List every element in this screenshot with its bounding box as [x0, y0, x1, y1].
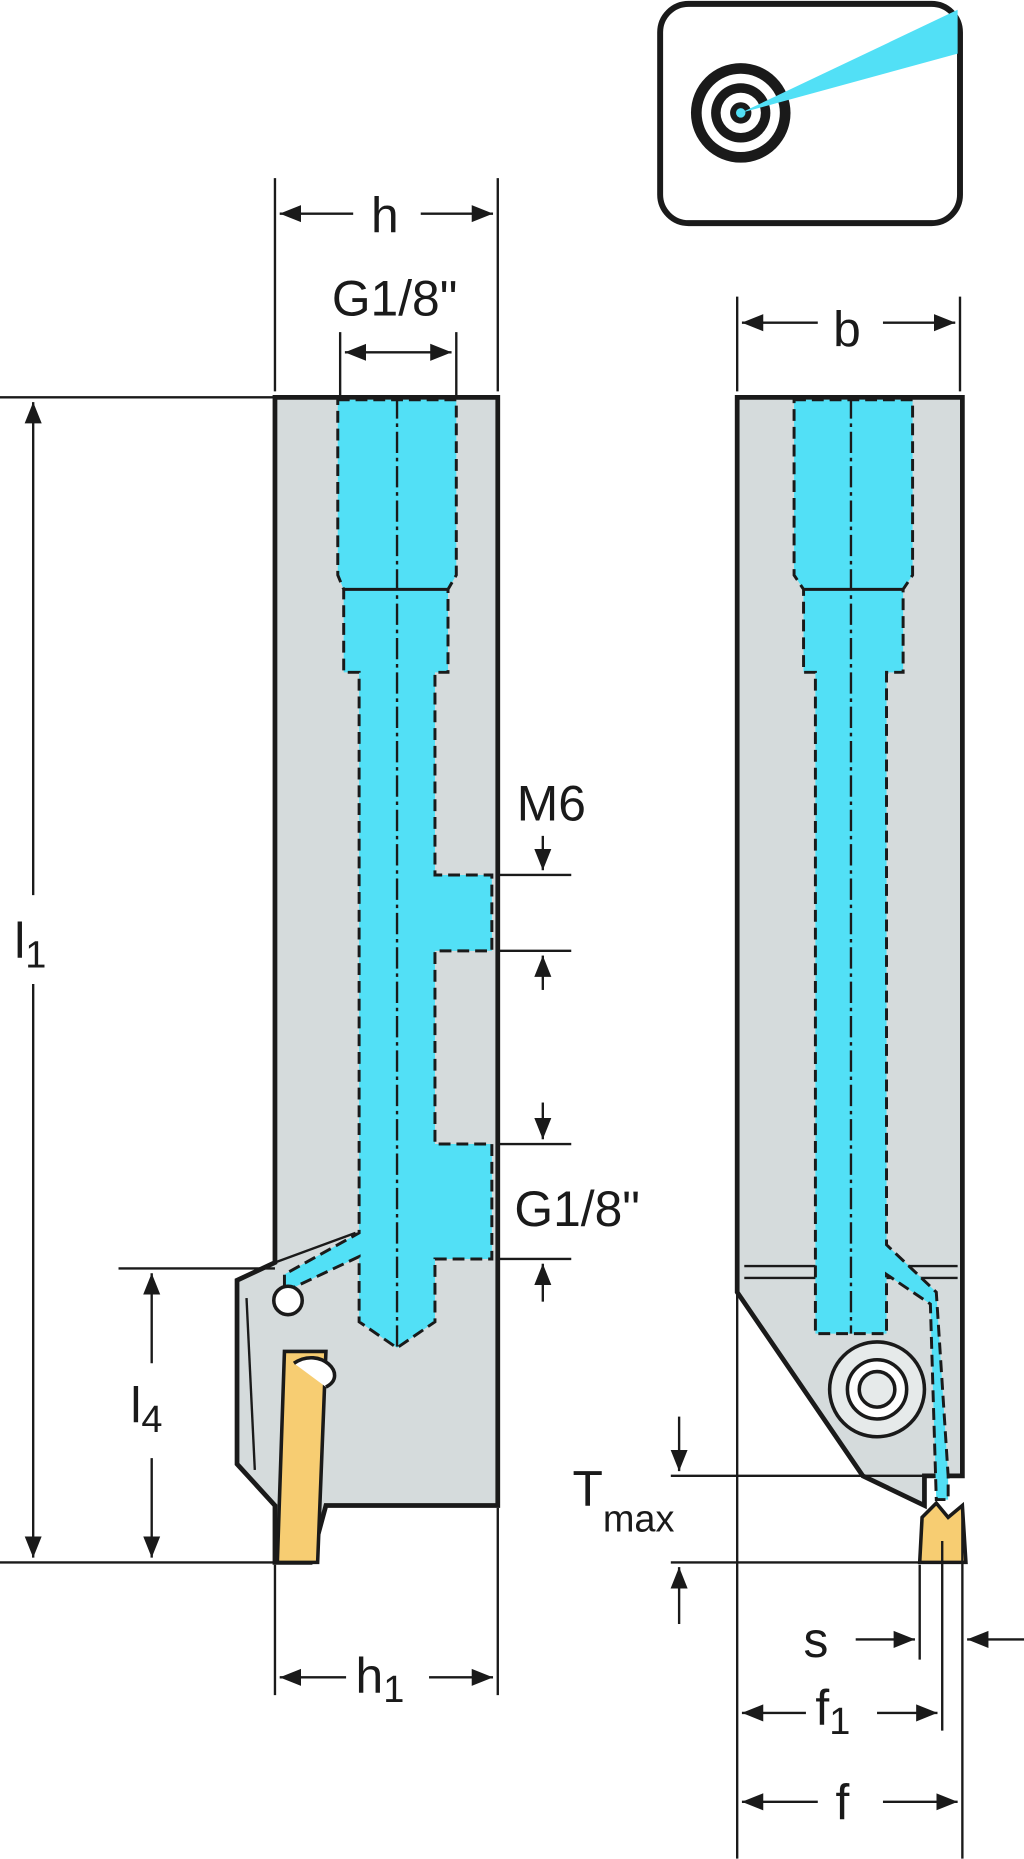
- front-view: [734, 394, 968, 1565]
- dim-h1: h1: [356, 1648, 405, 1711]
- dim-tmax: Tmax: [572, 1461, 674, 1541]
- dim-l4: l4: [130, 1378, 162, 1441]
- dim-h: h: [371, 188, 399, 244]
- dim-s: s: [804, 1612, 829, 1668]
- dim-g18-side: G1/8": [514, 1181, 640, 1237]
- side-view: [234, 394, 501, 1565]
- dim-f1: f1: [815, 1680, 850, 1743]
- dim-l1: l1: [14, 913, 46, 976]
- cutting-insert: [275, 1349, 328, 1565]
- dimensions: h G1/8" b l1 l4 M6 G1/8" h1: [0, 178, 1024, 1859]
- dim-f: f: [836, 1775, 850, 1831]
- precision-coolant-target-icon: [657, 0, 963, 227]
- dim-b: b: [833, 301, 861, 357]
- dim-m6: M6: [517, 775, 586, 831]
- clamp-screw: [827, 1340, 927, 1439]
- dim-g18-top: G1/8": [332, 271, 458, 327]
